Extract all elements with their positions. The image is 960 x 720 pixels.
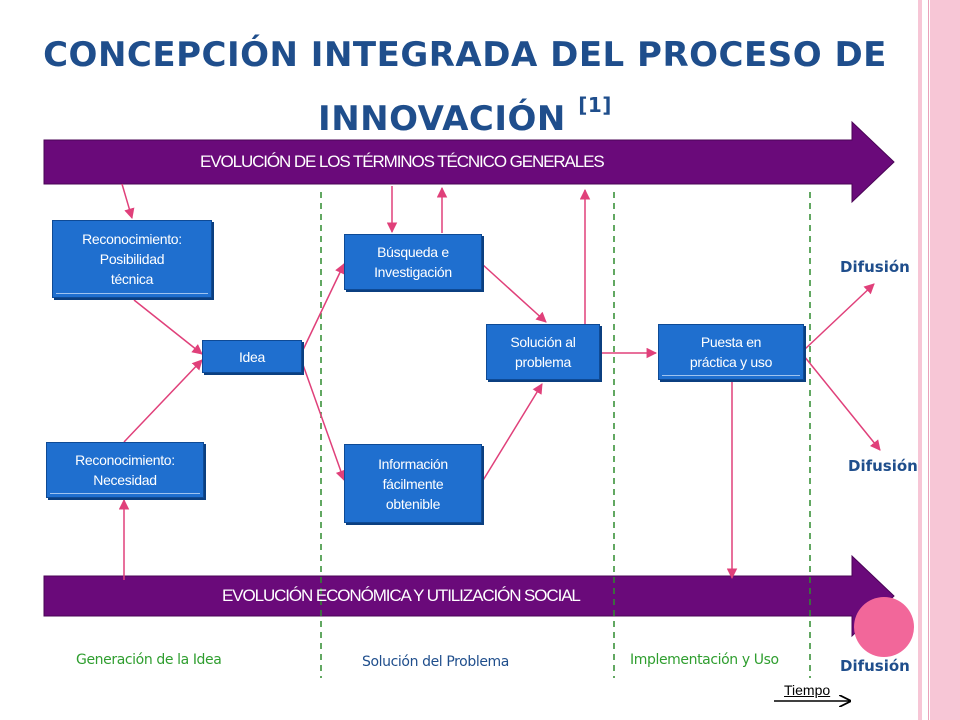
phase-generacion: Generación de la Idea: [76, 652, 222, 668]
box-line: Solución al: [510, 334, 576, 350]
title-main: CONCEPCIÓN INTEGRADA DEL PROCESO DE INNO…: [43, 35, 887, 139]
side-stripe-wide: [930, 0, 960, 720]
connector-necesidad-to-idea: [123, 359, 203, 443]
difusion-label-middle: Difusión: [848, 457, 918, 475]
box-reconocimiento-tecnica: Reconocimiento: Posibilidad técnica: [52, 220, 212, 298]
box-underline: [56, 293, 208, 294]
box-idea: Idea: [202, 340, 302, 373]
box-line: Búsqueda e: [377, 244, 449, 260]
box-underline: [50, 493, 200, 494]
box-busqueda: Búsqueda e Investigación: [344, 234, 482, 290]
connector-puesta-to-difusion-mid: [803, 355, 881, 451]
tiempo-label: Tiempo: [784, 682, 831, 698]
box-reconocimiento-necesidad: Reconocimiento: Necesidad: [46, 442, 204, 498]
bottom-band-label: EVOLUCIÓN ECONÓMICA Y UTILIZACIÓN SOCIAL: [222, 586, 581, 605]
top-band-arrow: [43, 120, 895, 204]
difusion-label-top: Difusión: [840, 258, 910, 276]
box-line: Posibilidad: [99, 251, 165, 267]
side-stripe-line: [928, 0, 929, 720]
box-informacion: Información fácilmente obtenible: [344, 444, 482, 523]
box-line: Idea: [238, 348, 266, 365]
connector-tecnica-to-idea: [133, 299, 203, 355]
box-line: Reconocimiento:: [82, 231, 182, 247]
box-line: fácilmente: [382, 475, 444, 492]
box-line: Necesidad: [93, 472, 157, 488]
box-line: problema: [515, 354, 571, 370]
connector-band-to-tecnica: [121, 183, 135, 220]
box-line: Puesta en: [700, 334, 762, 350]
box-line: Reconocimiento:: [75, 452, 175, 468]
phase-solucion: Solución del Problema: [362, 654, 509, 670]
side-stripe-outer: [918, 0, 922, 720]
box-solucion: Solución al problema: [486, 324, 600, 380]
title-reference: [1]: [578, 93, 612, 117]
connector-informacion-to-solucion: [481, 383, 543, 483]
box-line: obtenible: [385, 495, 441, 512]
difusion-label-bottom: Difusión: [840, 657, 910, 675]
box-line: Información: [378, 455, 448, 472]
box-underline: [662, 375, 800, 376]
page-title: CONCEPCIÓN INTEGRADA DEL PROCESO DE INNO…: [40, 30, 890, 144]
connector-busqueda-to-solucion: [481, 263, 547, 323]
connector-puesta-to-difusion-top: [803, 283, 875, 351]
box-line: técnica: [110, 271, 154, 287]
top-band-label: EVOLUCIÓN DE LOS TÉRMINOS TÉCNICO GENERA…: [200, 152, 605, 171]
box-puesta: Puesta en práctica y uso: [658, 324, 804, 380]
phase-implementacion: Implementación y Uso: [630, 652, 779, 668]
box-line: Investigación: [374, 264, 452, 280]
box-line: práctica y uso: [689, 354, 773, 370]
connector-idea-to-informacion: [301, 361, 346, 481]
connector-idea-to-busqueda: [301, 263, 345, 353]
decorative-circle: [854, 597, 914, 657]
